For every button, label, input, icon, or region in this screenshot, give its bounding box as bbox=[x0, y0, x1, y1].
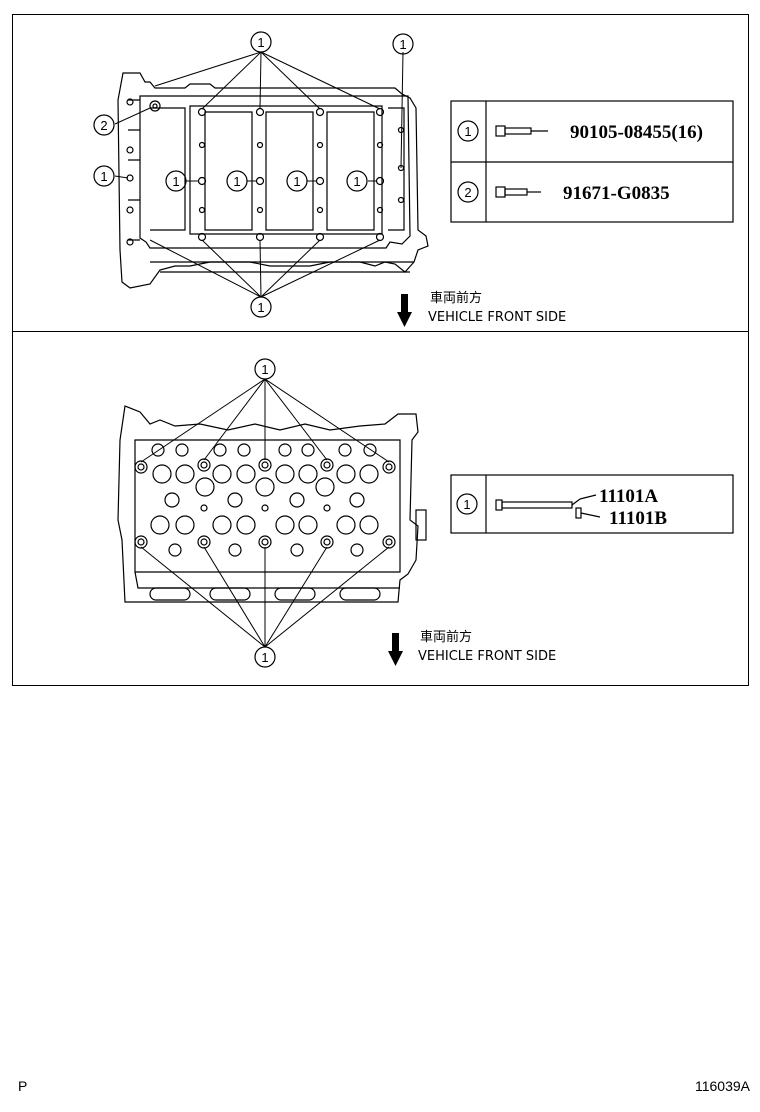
front-arrow-top bbox=[397, 294, 412, 327]
bottom-diagram-panel bbox=[12, 331, 749, 686]
top-legend-box bbox=[450, 100, 734, 223]
top-leader-lines bbox=[114, 51, 404, 298]
bottom-direction-en: VEHICLE FRONT SIDE bbox=[418, 649, 556, 664]
top-callout-1b: 1 bbox=[399, 37, 406, 52]
top-callout-1a: 1 bbox=[257, 35, 264, 50]
top-part-number-2: 91671-G0835 bbox=[563, 183, 670, 204]
bottom-part-number-b: 11101B bbox=[609, 508, 667, 529]
bottom-leader-lines bbox=[140, 378, 390, 648]
bottom-legend-box bbox=[450, 474, 734, 534]
top-callout-2: 2 bbox=[100, 118, 107, 133]
bottom-callouts bbox=[254, 358, 276, 668]
top-legend-num-1: 1 bbox=[464, 124, 471, 139]
top-callout-1c: 1 bbox=[100, 169, 107, 184]
cylinder-head-drawing bbox=[117, 405, 427, 603]
front-arrow-bottom bbox=[388, 633, 403, 666]
top-direction-en: VEHICLE FRONT SIDE bbox=[428, 310, 566, 325]
top-callout-1h: 1 bbox=[257, 300, 264, 315]
top-callout-1f: 1 bbox=[293, 174, 300, 189]
top-direction-jp: 車両前方 bbox=[430, 290, 482, 306]
cam-housing-drawing bbox=[117, 72, 429, 289]
top-legend-num-2: 2 bbox=[464, 185, 471, 200]
top-callout-1e: 1 bbox=[233, 174, 240, 189]
footer-left-code: P bbox=[18, 1078, 28, 1094]
bottom-part-number-a: 11101A bbox=[599, 486, 658, 507]
top-callout-1g: 1 bbox=[353, 174, 360, 189]
bottom-direction-jp: 車両前方 bbox=[420, 629, 472, 645]
bottom-legend-num-1: 1 bbox=[463, 497, 470, 512]
top-part-number-1: 90105-08455(16) bbox=[570, 122, 703, 143]
top-callouts bbox=[93, 31, 414, 318]
bottom-callout-1b: 1 bbox=[261, 650, 268, 665]
footer-figure-id: 116039A bbox=[694, 1078, 750, 1094]
top-callout-1d: 1 bbox=[172, 174, 179, 189]
bottom-callout-1a: 1 bbox=[261, 362, 268, 377]
